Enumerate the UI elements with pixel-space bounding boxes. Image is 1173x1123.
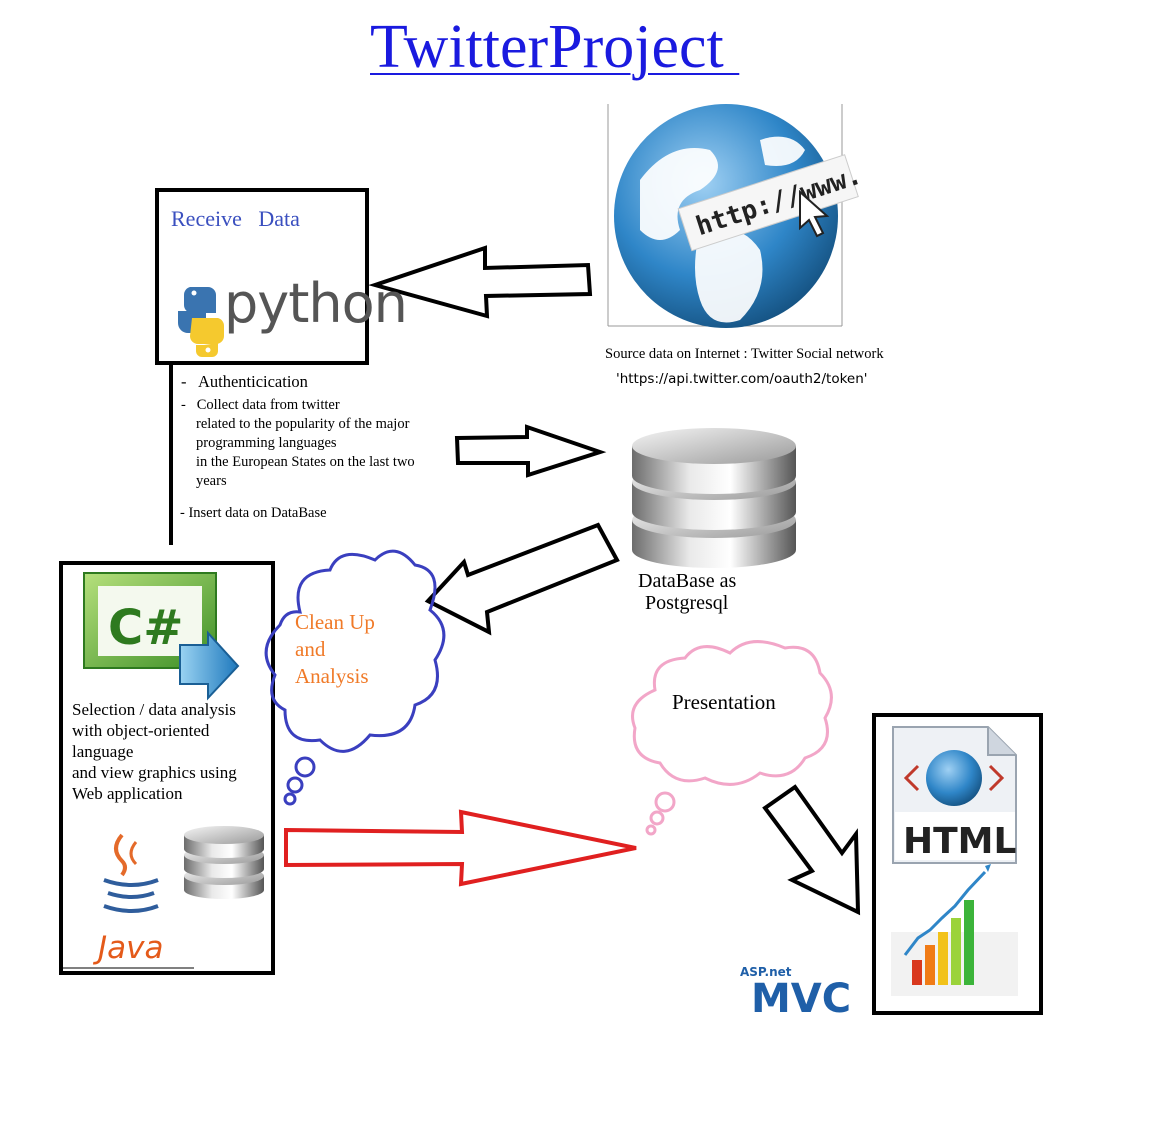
arrow-to-html <box>762 784 861 916</box>
java-logo-icon: Java <box>92 833 163 966</box>
analysis-thought-cloud <box>264 549 446 806</box>
svg-text:C#: C# <box>108 600 183 656</box>
page-title: TwitterProject <box>370 13 740 81</box>
aspnet-mvc-logo-icon: ASP.net MVC <box>740 965 851 1022</box>
analysis-box <box>59 561 275 975</box>
receive-data-label: Receive Data <box>171 206 300 231</box>
arrow-to-presentation <box>284 809 637 887</box>
step-insert: - Insert data on DataBase <box>180 505 327 521</box>
svg-text:Java: Java <box>92 930 163 966</box>
step-collect-line3: programming languages <box>196 435 337 451</box>
globe-icon: http://www. <box>607 104 865 328</box>
step-authentication: - Authenticication <box>181 372 308 391</box>
analysis-desc-line2: with object-oriented <box>72 721 210 740</box>
svg-text:HTML: HTML <box>903 821 1016 862</box>
source-url: 'https://api.twitter.com/oauth2/token' <box>616 371 868 387</box>
csharp-logo-icon: C# <box>83 572 240 701</box>
analysis-desc-line1: Selection / data analysis <box>72 700 236 719</box>
svg-text:ASP.net: ASP.net <box>740 965 792 979</box>
step-collect-line4: in the European States on the last two <box>196 454 415 470</box>
database-label-line2: Postgresql <box>645 592 729 614</box>
database-small-icon <box>184 826 264 899</box>
arrow-to-analysis <box>424 522 620 636</box>
arrow-from-internet <box>368 245 593 319</box>
analysis-desc-line4: and view graphics using <box>72 763 237 782</box>
html-box <box>872 713 1043 1015</box>
python-logo-icon <box>178 287 225 357</box>
database-icon <box>632 428 796 568</box>
cloud-line-and: and <box>295 637 326 661</box>
cloud-line-cleanup: Clean Up <box>295 610 375 634</box>
source-caption: Source data on Internet : Twitter Social… <box>605 346 884 362</box>
analysis-desc-line3: language <box>72 742 134 761</box>
presentation-thought-cloud <box>631 640 833 836</box>
svg-text:MVC: MVC <box>751 976 851 1022</box>
python-logo-text: python <box>224 272 408 335</box>
step-collect-line5: years <box>196 473 227 489</box>
presentation-label: Presentation <box>672 690 776 714</box>
database-label-line1: DataBase as <box>638 570 737 592</box>
step-collect: - Collect data from twitter <box>181 397 340 413</box>
html-document-icon: HTML <box>892 726 1017 864</box>
receive-box <box>155 188 369 365</box>
cloud-line-analysis: Analysis <box>295 664 369 688</box>
arrow-to-database <box>454 424 607 478</box>
analysis-desc-line5: Web application <box>72 784 183 803</box>
step-collect-line2: related to the popularity of the major <box>196 416 410 432</box>
bar-chart-growth-icon <box>891 864 1018 996</box>
